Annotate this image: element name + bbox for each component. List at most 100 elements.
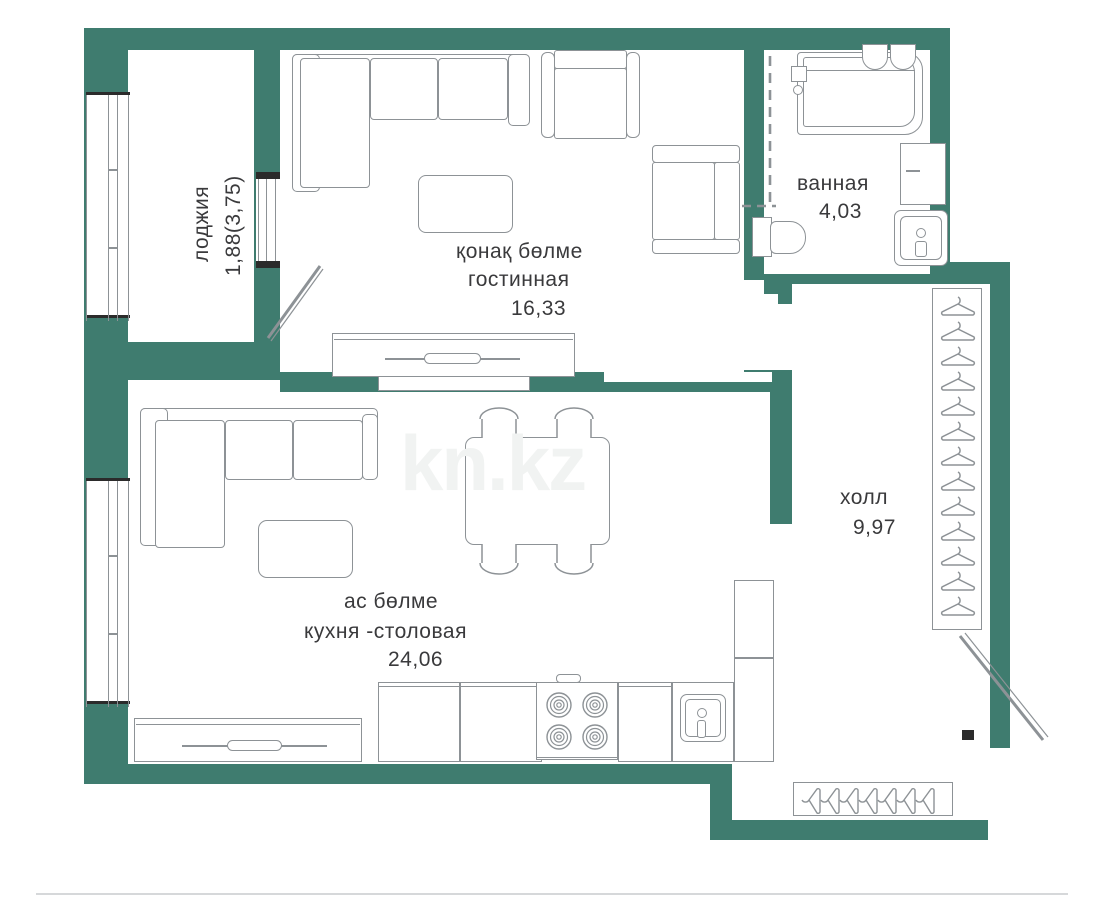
armchair-living-2-front [652, 239, 740, 254]
label-loggia-name: лоджия [190, 185, 213, 262]
window-transom-1 [108, 169, 118, 171]
sofa-seat-3 [438, 58, 508, 120]
bathtub-faucet [791, 66, 807, 82]
wardrobe-hall-vertical [932, 288, 982, 630]
cooktop-handle [556, 674, 581, 683]
tv-kitchen-stem-left [182, 745, 228, 748]
armchair-living-1-arm-left [541, 52, 555, 138]
window-mullion-b [117, 481, 119, 707]
tv-stand-living-top-edge [334, 339, 573, 341]
door-leaf-line-2 [266, 179, 268, 261]
hangers-horizontal-icon [801, 787, 935, 815]
entry-door-jamb [962, 730, 974, 740]
armchair-living-2-seat2 [714, 162, 740, 240]
armchair-living-1-arm-right [626, 52, 640, 138]
window-frame-outer [86, 95, 88, 321]
kitchen-counter-top-edge-a [378, 686, 542, 688]
label-living-name-ru: гостинная [468, 268, 570, 291]
label-living-area: 16,33 [511, 297, 567, 320]
door-entrance-swing-icon [958, 632, 1049, 741]
label-kitchen-name-kk: ас бөлме [344, 590, 439, 613]
wall-loggia-bottom [128, 336, 280, 380]
label-bathroom-name: ванная [797, 172, 869, 195]
label-kitchen-area: 24,06 [388, 648, 444, 671]
kitchen-counter-2 [460, 682, 542, 762]
toilet-bowl [770, 221, 806, 254]
sofa-sectional-living-end-arm [508, 54, 530, 126]
window-transom-2 [108, 247, 118, 249]
bathtub-screen-b [890, 44, 916, 70]
wall-living-hall-right [770, 378, 792, 524]
watermark: kn.kz [400, 419, 587, 507]
door-bathroom-threshold-icon [742, 204, 776, 208]
kitchen-cooktop [536, 682, 618, 760]
door-leaf-line-1 [258, 179, 260, 261]
kitchen-sink-drain [697, 708, 707, 718]
window-kitchen [86, 478, 130, 707]
label-kitchen-name-ru: кухня -столовая [304, 620, 467, 643]
footer-divider [36, 893, 1068, 895]
dining-chair-bottom-right-icon [554, 544, 594, 575]
armchair-living-1-seat [554, 68, 627, 139]
sofa-k-seat-3 [293, 420, 363, 480]
hangers-vertical-icon [940, 296, 976, 616]
window-frame-inner [128, 481, 130, 707]
kitchen-counter-1 [378, 682, 460, 762]
window-mullion-b [117, 95, 119, 321]
wall-kitchen-bottom-jog [710, 762, 732, 840]
window-frame-outer [86, 481, 88, 707]
armchair-living-1-back [554, 50, 627, 69]
cooktop-burners-icon [546, 692, 608, 750]
kitchen-counter-3 [618, 682, 672, 762]
kitchen-tall-unit-lower [734, 658, 774, 762]
sofa-seat-1 [300, 58, 370, 188]
cooktop-front-line [536, 757, 618, 759]
wall-hall-bottom [710, 818, 988, 840]
dining-chair-top-left-icon [479, 407, 519, 438]
wall-exterior-bottom [84, 762, 732, 784]
door-swing-balcony-icon [266, 265, 324, 342]
label-hall-area: 9,97 [853, 516, 896, 539]
armchair-living-2-back [652, 145, 740, 163]
window-transom-1 [108, 555, 118, 557]
dining-chair-top-right-icon [554, 407, 594, 438]
window-loggia-glazing [86, 92, 130, 321]
kitchen-tall-unit-upper [734, 580, 774, 658]
tv-kitchen-stem-right [281, 745, 327, 748]
bathtub-drain [793, 85, 803, 95]
window-balcony-door [256, 172, 280, 268]
bathtub-rim-line [803, 70, 915, 72]
tv-living-stem-right [480, 358, 520, 361]
armchair-living-2-seat [652, 162, 715, 240]
label-bathroom-area: 4,03 [819, 200, 862, 223]
sofa-seat-2 [370, 58, 438, 120]
bath-cabinet-tall [900, 143, 946, 205]
dining-chair-bottom-left-icon [479, 544, 519, 575]
window-frame-inner [128, 95, 130, 321]
label-hall-name: холл [840, 486, 888, 509]
window-transom-2 [108, 633, 118, 635]
bath-sink-drain [916, 228, 926, 238]
window-mullion-a [108, 481, 110, 707]
kitchen-sink-faucet [697, 720, 706, 738]
wall-exterior-top [84, 28, 950, 50]
tv-living [424, 353, 481, 364]
door-bathroom-sliding-icon [768, 56, 772, 206]
dining-table [465, 437, 610, 545]
toilet-cistern [752, 217, 772, 257]
coffee-table-living [418, 175, 513, 233]
window-mullion-a [108, 95, 110, 321]
tv-stand-kitchen-top-edge [136, 724, 360, 726]
tv-kitchen [227, 740, 282, 751]
sofa-sectional-kitchen-end-arm [362, 414, 378, 480]
bathtub-screen-a [862, 44, 888, 70]
wall-living-kitchen-left [280, 370, 302, 392]
room-living-notch [604, 372, 772, 382]
room-loggia [128, 50, 254, 342]
label-loggia-area: 1,88(3,75) [222, 175, 245, 276]
tv-stand-living-lower [378, 377, 530, 391]
wall-exterior-right-hall [988, 262, 1010, 740]
sofa-k-seat-1 [155, 420, 225, 548]
wardrobe-hall-entry [793, 782, 953, 816]
